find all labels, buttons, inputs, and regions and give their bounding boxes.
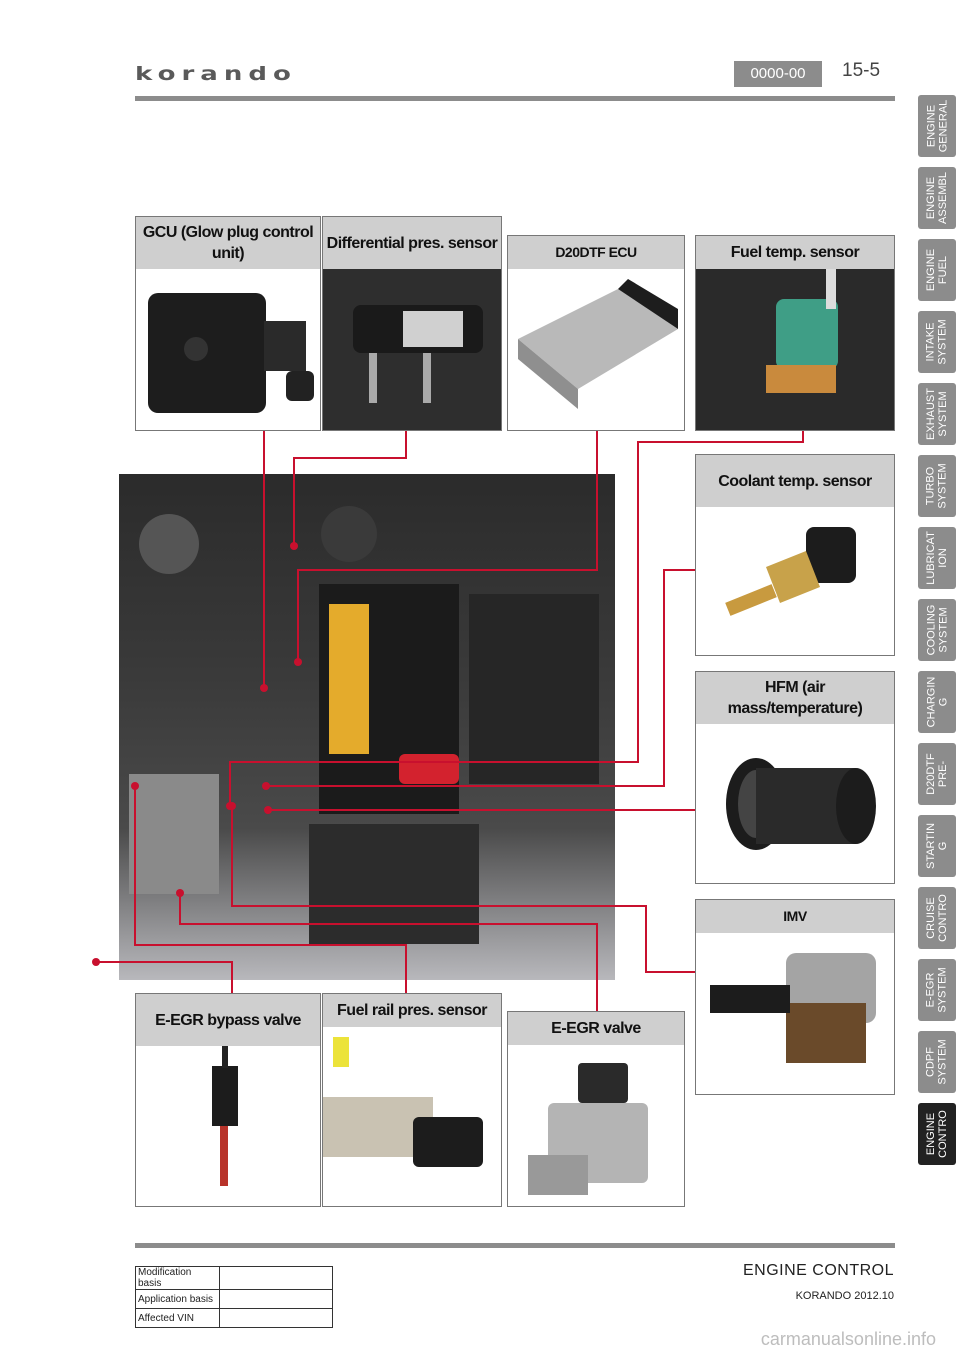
tab-cdpf-system[interactable]: CDPF SYSTEM [918,1031,956,1093]
component-fuel-temp-sensor: Fuel temp. sensor [695,235,895,431]
section-code-badge: 0000-00 [734,61,822,87]
tab-engine-fuel[interactable]: ENGINE FUEL [918,239,956,301]
tab-charging[interactable]: CHARGIN G [918,671,956,733]
table-label: Application basis [135,1289,220,1309]
component-differential-pressure-sensor: Differential pres. sensor [322,216,502,431]
header-divider [135,96,895,101]
component-label: E-EGR valve [508,1012,684,1046]
gcu-photo [136,269,320,430]
table-value [219,1308,333,1328]
component-coolant-temp-sensor: Coolant temp. sensor [695,454,895,656]
diff-pres-photo [323,269,501,430]
brand-logo: korando [135,64,297,85]
tab-cruise-control[interactable]: CRUISE CONTRO [918,887,956,949]
tab-e-egr-system[interactable]: E-EGR SYSTEM [918,959,956,1021]
tab-engine-control[interactable]: ENGINE CONTRO [918,1103,956,1165]
footer-divider [135,1243,895,1248]
component-hfm-sensor: HFM (air mass/temperature) [695,671,895,884]
engine-bay-photo [119,474,615,980]
tab-engine-general[interactable]: ENGINE GENERAL [918,95,956,157]
component-fuel-rail-pressure-sensor: Fuel rail pres. sensor [322,993,502,1207]
component-label: IMV [696,900,894,934]
component-gcu: GCU (Glow plug control unit) [135,216,321,431]
page-number: 15-5 [842,60,881,81]
leader-dot [92,958,100,966]
hfm-photo [696,724,894,883]
ecu-photo [508,269,684,430]
tab-turbo-system[interactable]: TURBO SYSTEM [918,455,956,517]
component-label: Fuel rail pres. sensor [323,994,501,1028]
component-label: Coolant temp. sensor [696,455,894,508]
table-value [219,1289,333,1309]
tab-cooling-system[interactable]: COOLING SYSTEM [918,599,956,661]
fuel-temp-photo [696,269,894,430]
table-row: Affected VIN [135,1308,333,1328]
component-label: HFM (air mass/temperature) [696,672,894,725]
egr-valve-photo [508,1045,684,1206]
component-label: E-EGR bypass valve [136,994,320,1047]
footer-model-date: KORANDO 2012.10 [795,1290,894,1302]
component-label: Differential pres. sensor [323,217,501,270]
fuel-rail-photo [323,1027,501,1206]
component-label: Fuel temp. sensor [696,236,894,270]
component-e-egr-bypass-valve: E-EGR bypass valve [135,993,321,1207]
component-d20dtf-ecu: D20DTF ECU [507,235,685,431]
table-label: Affected VIN [135,1308,220,1328]
component-label: D20DTF ECU [508,236,684,270]
tab-exhaust-system[interactable]: EXHAUST SYSTEM [918,383,956,445]
watermark: carmanualsonline.info [760,1329,936,1349]
tab-intake-system[interactable]: INTAKE SYSTEM [918,311,956,373]
table-value [219,1266,333,1290]
table-row: Modification basis [135,1266,333,1290]
tab-engine-assembly[interactable]: ENGINE ASSEMBL [918,167,956,229]
tab-lubrication[interactable]: LUBRICAT ION [918,527,956,589]
imv-photo [696,933,894,1094]
egr-bypass-photo [136,1046,320,1206]
component-imv: IMV [695,899,895,1095]
tab-d20dtf-pre[interactable]: D20DTF PRE- [918,743,956,805]
tab-starting[interactable]: STARTIN G [918,815,956,877]
component-e-egr-valve: E-EGR valve [507,1011,685,1207]
component-label: GCU (Glow plug control unit) [136,217,320,270]
footer-section-title: ENGINE CONTROL [742,1262,894,1279]
table-label: Modification basis [135,1266,220,1290]
coolant-temp-photo [696,507,894,655]
table-row: Application basis [135,1289,333,1309]
modification-table: Modification basis Application basis Aff… [135,1266,333,1328]
